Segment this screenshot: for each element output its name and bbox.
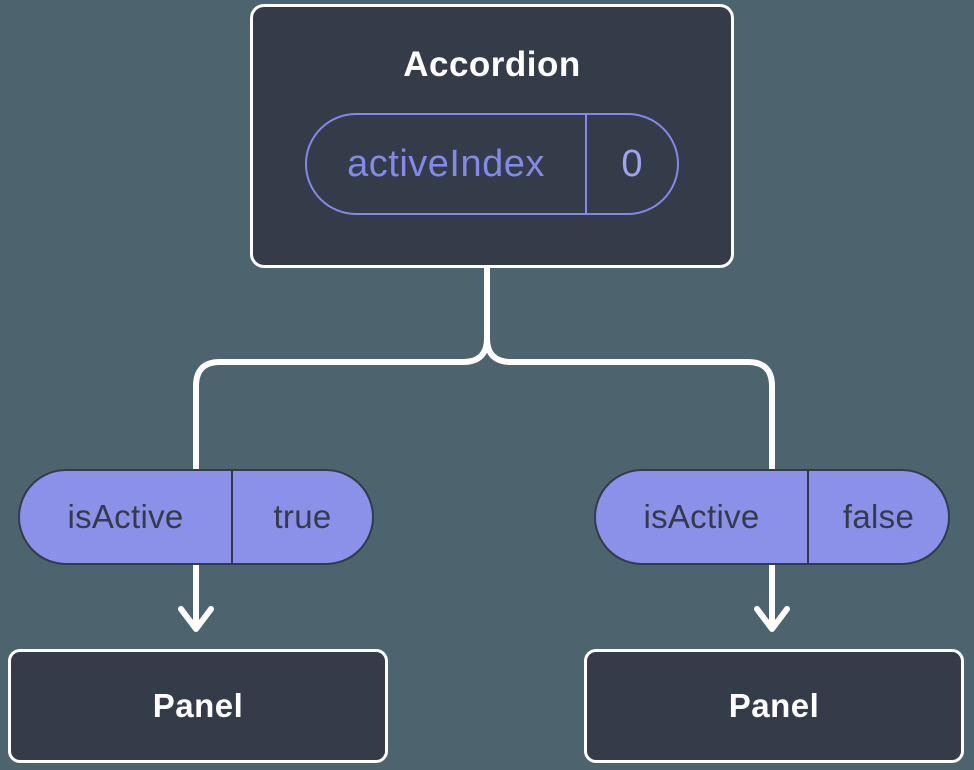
arrow-down-left: [178, 562, 214, 632]
prop-value-label: false: [842, 498, 915, 535]
is-active-true-pill: isActive true: [18, 469, 374, 565]
prop-name-label: activeIndex: [307, 115, 587, 213]
panel-node-title: Panel: [728, 687, 820, 724]
is-active-false-pill: isActive false: [594, 469, 950, 565]
connector-root-to-right-pill: [484, 268, 775, 469]
accordion-node-title: Accordion: [403, 45, 581, 84]
prop-name-label: isActive: [596, 471, 809, 563]
prop-value-label: true: [273, 498, 332, 535]
panel-node-right: Panel: [584, 649, 964, 763]
prop-value-label: 0: [621, 142, 643, 185]
prop-name-label: isActive: [20, 471, 233, 563]
arrow-down-right: [754, 562, 790, 632]
accordion-node: Accordion activeIndex 0: [250, 4, 734, 268]
panel-node-left: Panel: [8, 649, 388, 763]
panel-node-title: Panel: [152, 687, 244, 724]
active-index-pill: activeIndex 0: [305, 113, 679, 215]
connector-root-to-left-pill: [193, 268, 490, 469]
